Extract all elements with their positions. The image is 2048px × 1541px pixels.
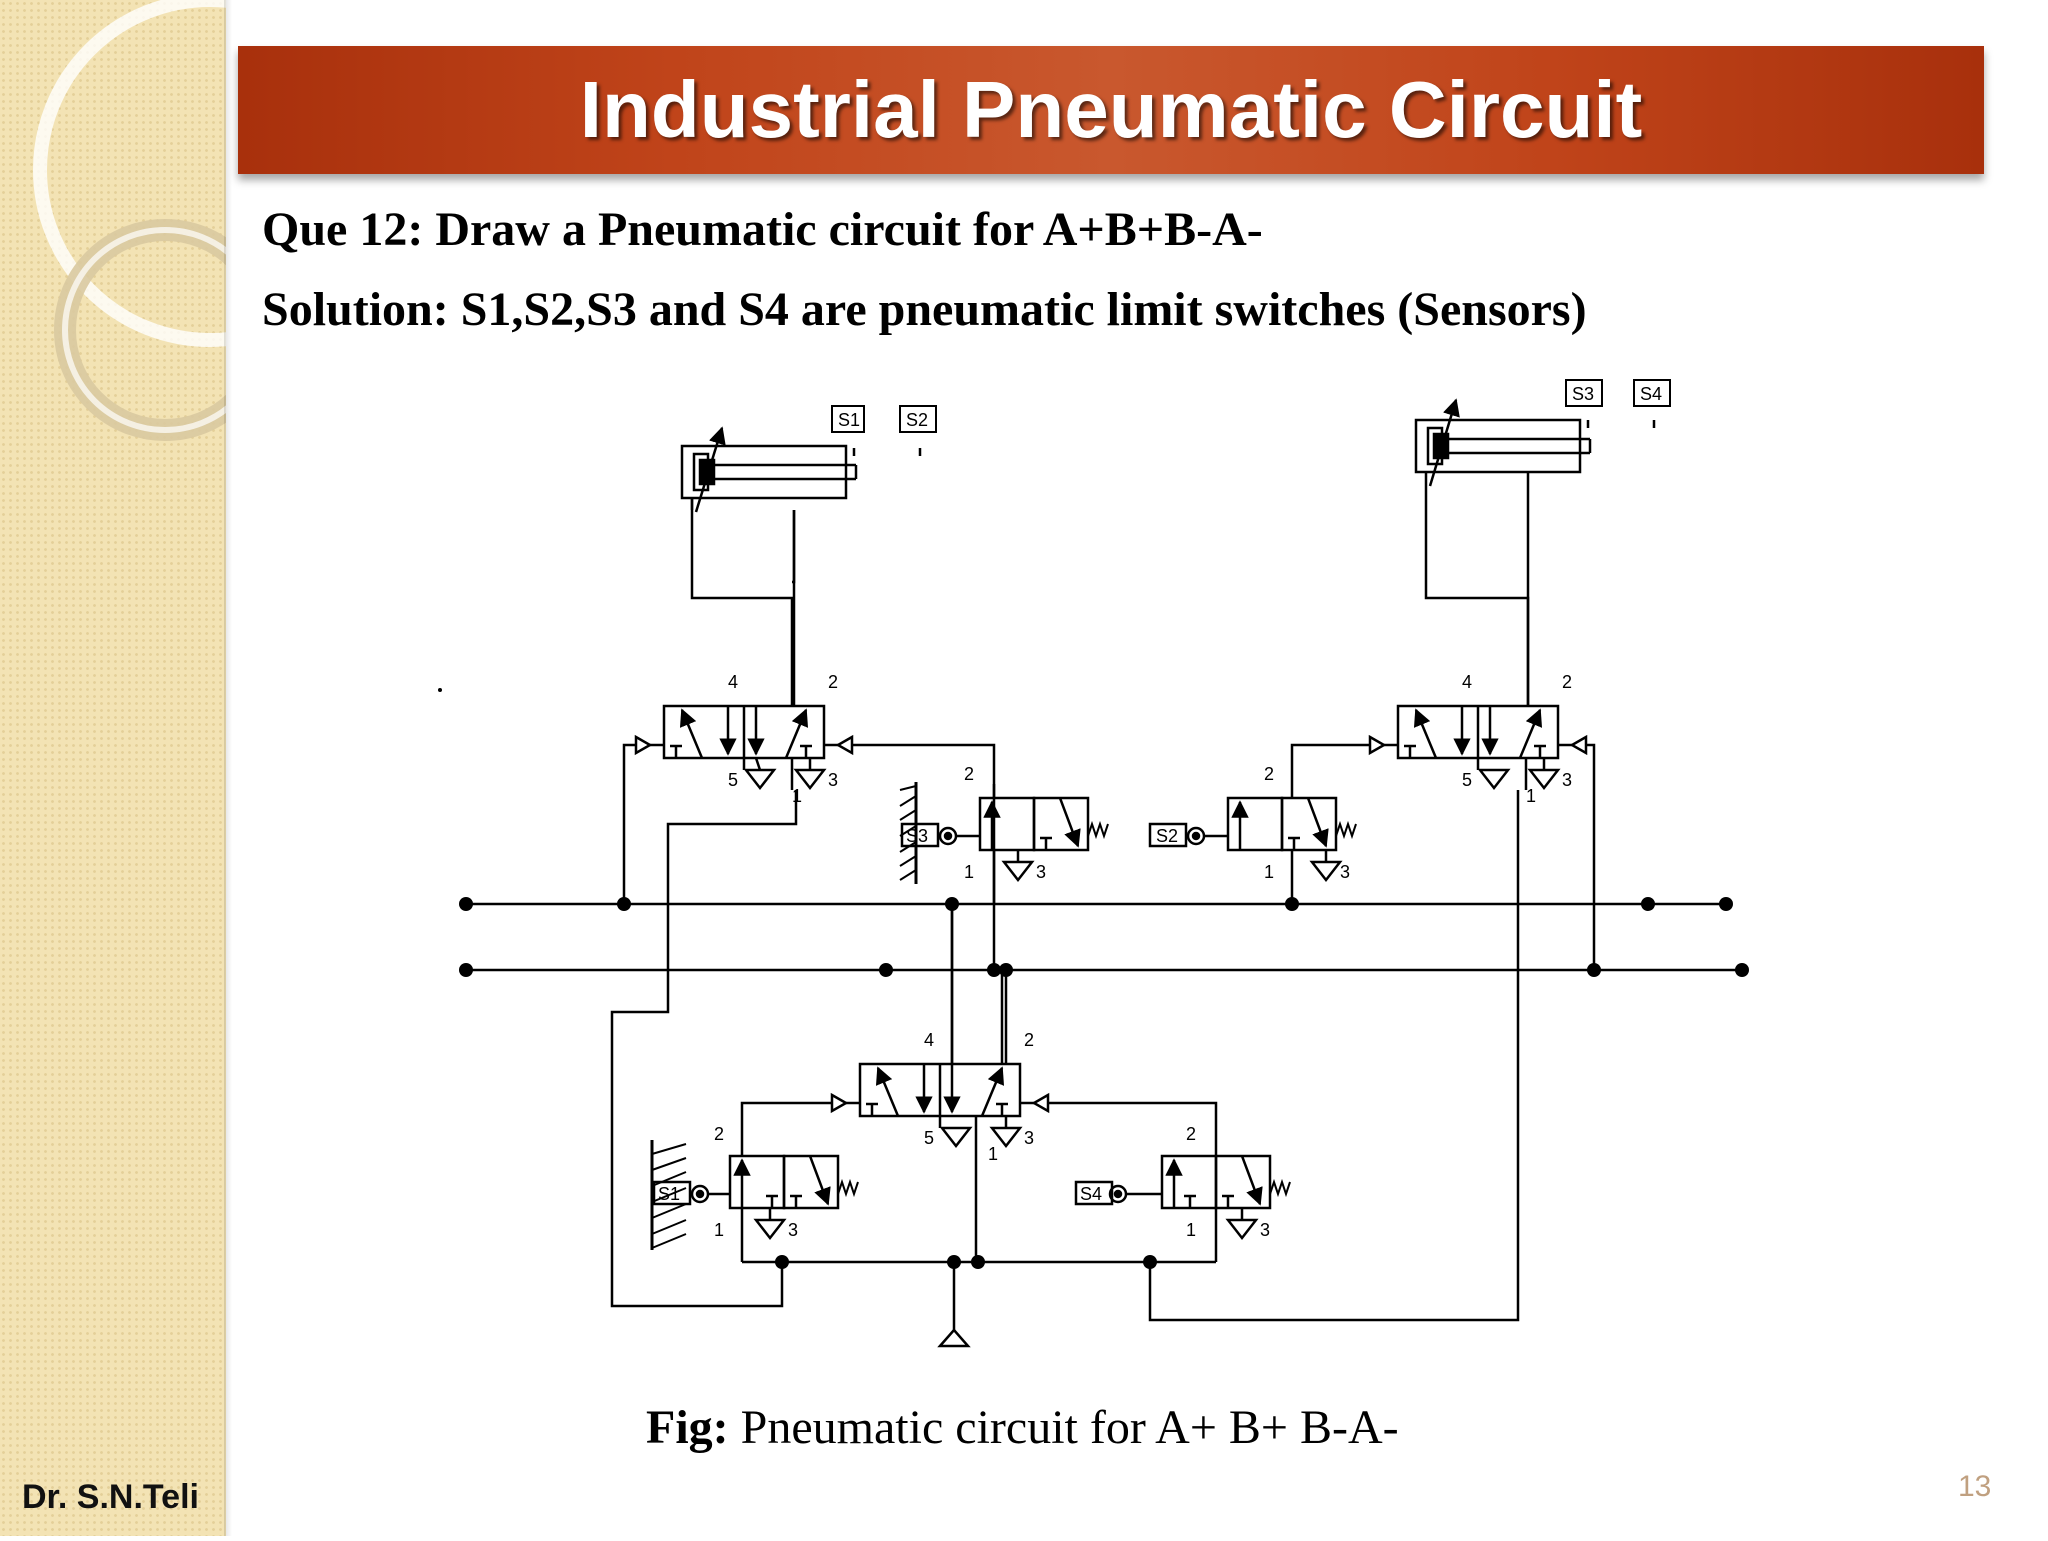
port-label: 3 <box>1036 862 1046 882</box>
page-number: 13 <box>1958 1470 1992 1503</box>
port-label: 3 <box>828 770 838 790</box>
title-bar: Industrial Pneumatic Circuit <box>238 46 1984 174</box>
port-label: 1 <box>1186 1220 1196 1240</box>
label-s3-valve: S3 <box>906 826 928 846</box>
port-label: 2 <box>964 764 974 784</box>
label-s4-top: S4 <box>1640 384 1662 404</box>
cylinder-b <box>1414 398 1592 487</box>
port-label: 4 <box>728 672 738 692</box>
port-label: 2 <box>1024 1030 1034 1050</box>
port-label: 3 <box>788 1220 798 1240</box>
port-label: 3 <box>1260 1220 1270 1240</box>
port-label: 5 <box>1462 770 1472 790</box>
slide-title: Industrial Pneumatic Circuit <box>579 65 1643 154</box>
figure-caption: Fig: Pneumatic circuit for A+ B+ B-A- <box>646 1400 1399 1455</box>
valve-lower-5-2 <box>830 1062 1050 1262</box>
port-label: 5 <box>728 770 738 790</box>
sensor-valve-s4 <box>1074 1154 1291 1241</box>
sensor-valve-s1 <box>650 1140 859 1250</box>
label-s4-valve: S4 <box>1080 1184 1102 1204</box>
solution-text: Solution: S1,S2,S3 and S4 are pneumatic … <box>262 283 1587 336</box>
port-label: 3 <box>1340 862 1350 882</box>
label-s2-top: S2 <box>906 410 928 430</box>
label-s1-valve: S1 <box>658 1184 680 1204</box>
port-label: 1 <box>1264 862 1274 882</box>
port-label: 1 <box>964 862 974 882</box>
port-label: 5 <box>924 1128 934 1148</box>
port-label: 3 <box>1024 1128 1034 1148</box>
cylinder-a <box>680 426 858 513</box>
caption-text: Pneumatic circuit for A+ B+ B-A- <box>728 1401 1399 1454</box>
port-label: 2 <box>1186 1124 1196 1144</box>
junction-dots <box>438 688 1749 1269</box>
port-label: 2 <box>1264 764 1274 784</box>
sidebar-decoration <box>0 0 387 1536</box>
label-s2-valve: S2 <box>1156 826 1178 846</box>
sidebar-shadow <box>224 0 232 1536</box>
valve-a-5-2 <box>634 704 854 791</box>
author-name: Dr. S.N.Teli <box>22 1478 199 1516</box>
label-s1-top: S1 <box>838 410 860 430</box>
port-label: 4 <box>924 1030 934 1050</box>
port-label: 4 <box>1462 672 1472 692</box>
port-label: 1 <box>1526 786 1536 806</box>
port-label: 1 <box>714 1220 724 1240</box>
port-label: 1 <box>792 786 802 806</box>
port-label: 2 <box>828 672 838 692</box>
port-label: 1 <box>988 1144 998 1164</box>
sensor-valve-s3 <box>899 782 1109 884</box>
question-text: Que 12: Draw a Pneumatic circuit for A+B… <box>262 203 1263 256</box>
caption-label: Fig: <box>646 1401 729 1454</box>
label-s3-top: S3 <box>1572 384 1594 404</box>
port-label: 3 <box>1562 770 1572 790</box>
port-label: 2 <box>714 1124 724 1144</box>
port-label: 2 <box>1562 672 1572 692</box>
sensor-valve-s2 <box>1148 796 1357 883</box>
valve-b-5-2 <box>1368 704 1588 791</box>
